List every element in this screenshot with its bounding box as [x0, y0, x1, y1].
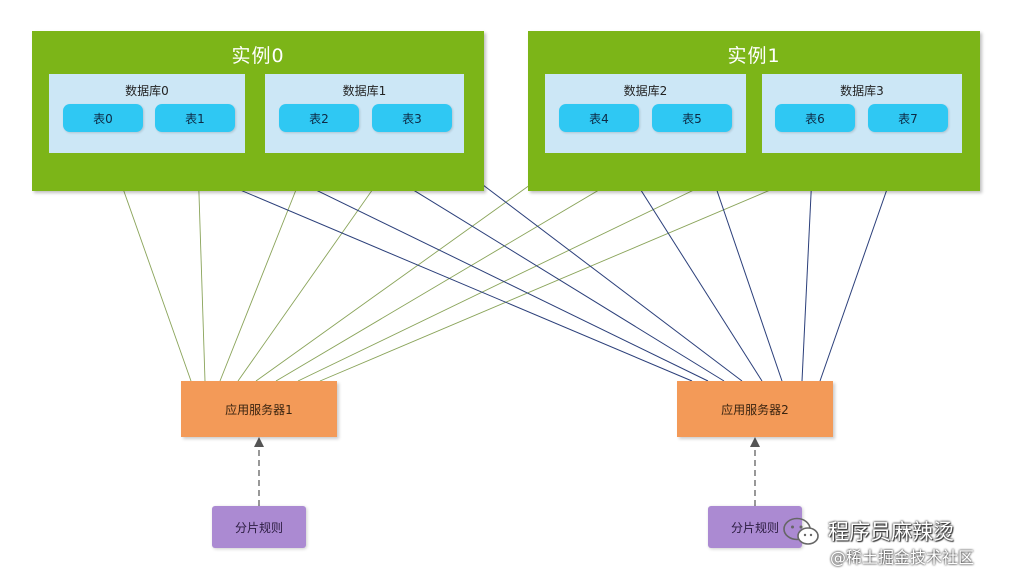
- database-3: 数据库3 表6 表7: [762, 74, 962, 153]
- database-title: 数据库0: [125, 84, 169, 98]
- instance-1: 实例1 数据库2 表4 表5 数据库3 表6 表7: [528, 31, 980, 191]
- table-4: 表4: [559, 104, 639, 132]
- app-server-2: 应用服务器2: [677, 381, 833, 437]
- table-2: 表2: [279, 104, 359, 132]
- table-0: 表0: [63, 104, 143, 132]
- table-7: 表7: [868, 104, 948, 132]
- table-1: 表1: [155, 104, 235, 132]
- wechat-icon: [783, 517, 819, 545]
- table-6: 表6: [775, 104, 855, 132]
- database-1: 数据库1 表2 表3: [265, 74, 464, 153]
- database-title: 数据库1: [342, 84, 387, 98]
- app-server-1: 应用服务器1: [181, 381, 337, 437]
- watermark-site: @稀土掘金技术社区: [830, 548, 975, 567]
- database-2: 数据库2 表4 表5: [545, 74, 746, 153]
- instance-0: 实例0 数据库0 表0 表1 数据库1 表2 表3: [32, 31, 484, 191]
- database-title: 数据库3: [840, 84, 884, 98]
- sharding-rule-2: 分片规则: [708, 506, 802, 548]
- watermark: 程序员麻辣烫 @稀土掘金技术社区: [778, 514, 1004, 574]
- watermark-name: 程序员麻辣烫: [828, 520, 954, 544]
- table-5: 表5: [652, 104, 732, 132]
- instance-title: 实例0: [231, 45, 285, 67]
- instance-title: 实例1: [727, 45, 781, 67]
- table-3: 表3: [372, 104, 452, 132]
- database-title: 数据库2: [623, 84, 668, 98]
- database-0: 数据库0 表0 表1: [49, 74, 245, 153]
- sharding-rule-1: 分片规则: [212, 506, 306, 548]
